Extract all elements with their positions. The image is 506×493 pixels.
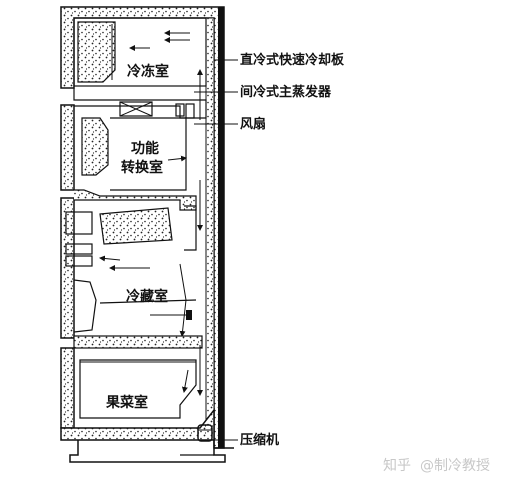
cabinet-base [69,440,226,463]
function-switch-compartment [81,117,187,191]
lower-divider [73,335,203,349]
cold-plate-label: 直冷式快速冷却板 [240,52,345,68]
mid-divider [74,189,197,211]
watermark-site: 知乎 [383,457,411,474]
freezer-compartment [73,17,207,87]
evaporator-zone [73,88,207,119]
evaporator-label: 间冷式主蒸发器 [240,84,332,100]
fridge-label: 冷藏室 [126,288,168,305]
crisper-compartment [79,359,197,419]
watermark-author: @制冷教授 [420,458,490,474]
fridge-compartment [65,205,197,337]
callout-leaders [194,59,238,441]
compressor-unit [197,424,213,442]
fan-label: 风扇 [240,116,266,132]
compressor-label: 压缩机 [240,432,279,448]
cabinet-insulation [60,6,225,449]
crisper-label: 果菜室 [105,394,148,411]
back-panel [214,7,234,449]
switch-room-label-line2: 转换室 [121,159,163,176]
switch-room-label-line1: 功能 [131,140,159,157]
freezer-label: 冷冻室 [127,63,169,80]
